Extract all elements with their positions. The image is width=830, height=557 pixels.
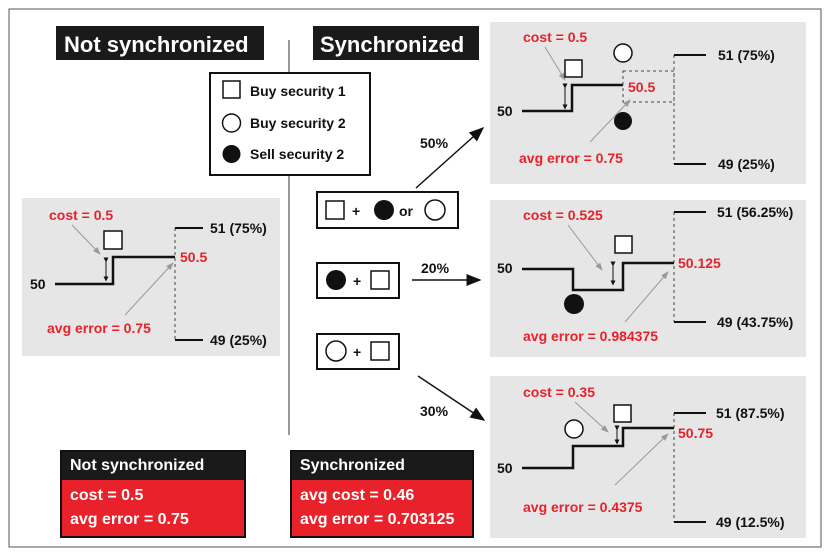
heading-left-bg: [56, 26, 264, 60]
circle-filled-icon: [374, 200, 394, 220]
option-2: +: [316, 262, 400, 299]
pointer-arrow: [71, 224, 101, 255]
circle-open-icon: [325, 340, 347, 362]
circle-filled-icon: [564, 294, 584, 314]
down-outcome: 49 (25%): [210, 332, 267, 348]
start-price: 50: [497, 460, 513, 476]
arrow-30: [417, 375, 486, 421]
summary-title: Not synchronized: [62, 452, 244, 480]
circle-open-icon: [613, 43, 633, 63]
legend-label-buy1: Buy security 1: [250, 83, 346, 99]
plus-sign: +: [353, 273, 361, 289]
pointer-arrow: [574, 401, 609, 433]
cost-label: cost = 0.5: [523, 29, 587, 45]
square-icon: [325, 200, 345, 220]
pointer-arrow: [544, 46, 566, 81]
summary-title: Synchronized: [292, 452, 472, 480]
pointer-arrow: [624, 271, 669, 323]
pointer-arrow: [124, 262, 174, 316]
option-1: + or: [316, 191, 459, 229]
down-outcome: 49 (12.5%): [716, 514, 784, 530]
error-label: avg error = 0.75: [519, 150, 623, 166]
panel-bg: [490, 200, 806, 357]
up-outcome: 51 (56.25%): [717, 204, 793, 220]
legend-label-buy2: Buy security 2: [250, 115, 346, 131]
start-price: 50: [30, 276, 46, 292]
panel-bg: [490, 22, 806, 184]
square-icon: [222, 80, 241, 99]
plus-sign: +: [353, 344, 361, 360]
or-label: or: [399, 203, 414, 219]
mid-price: 50.5: [628, 79, 655, 95]
summary-error: avg error = 0.703125: [300, 511, 455, 528]
summary-not-synchronized: Not synchronized cost = 0.5 avg error = …: [60, 450, 246, 538]
circle-filled-icon: [326, 270, 346, 290]
prob-20: 20%: [421, 260, 450, 276]
heading-left: Not synchronized: [64, 32, 249, 57]
panel-bottom: cost = 0.35 50 50.75 51 (87.5%) 49 (12.5…: [490, 376, 806, 538]
circle-filled-icon: [222, 145, 241, 163]
panel-bg: [490, 376, 806, 538]
down-outcome: 49 (43.75%): [717, 314, 793, 330]
pointer-arrow: [614, 433, 669, 486]
legend-label-sell2: Sell security 2: [250, 146, 344, 162]
square-icon: [370, 270, 390, 290]
summary-cost: avg cost = 0.46: [300, 487, 415, 504]
summary-error: avg error = 0.75: [70, 511, 189, 528]
price-path: [522, 261, 674, 292]
start-price: 50: [497, 103, 513, 119]
circle-open-icon: [424, 199, 446, 221]
pointer-arrow: [589, 99, 631, 143]
circle-open-icon: [221, 113, 242, 133]
arrow-50: [415, 126, 485, 189]
option-3: +: [316, 333, 400, 370]
price-path: [55, 255, 175, 286]
error-label: avg error = 0.4375: [523, 499, 643, 515]
cost-label: cost = 0.35: [523, 384, 595, 400]
prob-30: 30%: [420, 403, 449, 419]
error-label: avg error = 0.984375: [523, 328, 658, 344]
legend: Buy security 1 Buy security 2 Sell secur…: [209, 72, 371, 176]
circle-open-icon: [564, 419, 584, 439]
up-outcome: 51 (75%): [718, 47, 775, 63]
heading-right: Synchronized: [320, 32, 464, 57]
panel-bg: [22, 198, 280, 356]
square-icon: [564, 59, 583, 78]
price-path: [522, 83, 623, 113]
summary-synchronized: Synchronized avg cost = 0.46 avg error =…: [290, 450, 474, 538]
mid-price: 50.125: [678, 255, 721, 271]
mid-price: 50.75: [678, 425, 713, 441]
start-price: 50: [497, 260, 513, 276]
square-icon: [370, 341, 390, 361]
plus-sign: +: [352, 203, 360, 219]
up-outcome: 51 (75%): [210, 220, 267, 236]
error-label: avg error = 0.75: [47, 320, 151, 336]
summary-body: avg cost = 0.46 avg error = 0.703125: [292, 480, 472, 536]
square-icon: [613, 404, 632, 423]
prob-50: 50%: [420, 135, 449, 151]
summary-body: cost = 0.5 avg error = 0.75: [62, 480, 244, 536]
cost-label: cost = 0.5: [49, 207, 113, 223]
pointer-arrow: [567, 224, 603, 271]
mid-price: 50.5: [180, 249, 207, 265]
panel-top: cost = 0.5 50 50.5 51 (75%) 49 (25%) avg…: [490, 22, 806, 184]
up-outcome: 51 (87.5%): [716, 405, 784, 421]
down-outcome: 49 (25%): [718, 156, 775, 172]
square-icon: [103, 230, 123, 250]
square-icon: [614, 235, 633, 254]
cost-label: cost = 0.525: [523, 207, 603, 223]
circle-filled-icon: [614, 112, 632, 130]
price-path: [522, 426, 674, 470]
summary-cost: cost = 0.5: [70, 487, 144, 504]
panel-left: cost = 0.5 50 50.5 51 (75%) 49 (25%) avg…: [22, 198, 280, 356]
heading-right-bg: [313, 26, 479, 60]
panel-middle: cost = 0.525 50 50.125 51 (56.25%) 49 (4…: [490, 200, 806, 357]
